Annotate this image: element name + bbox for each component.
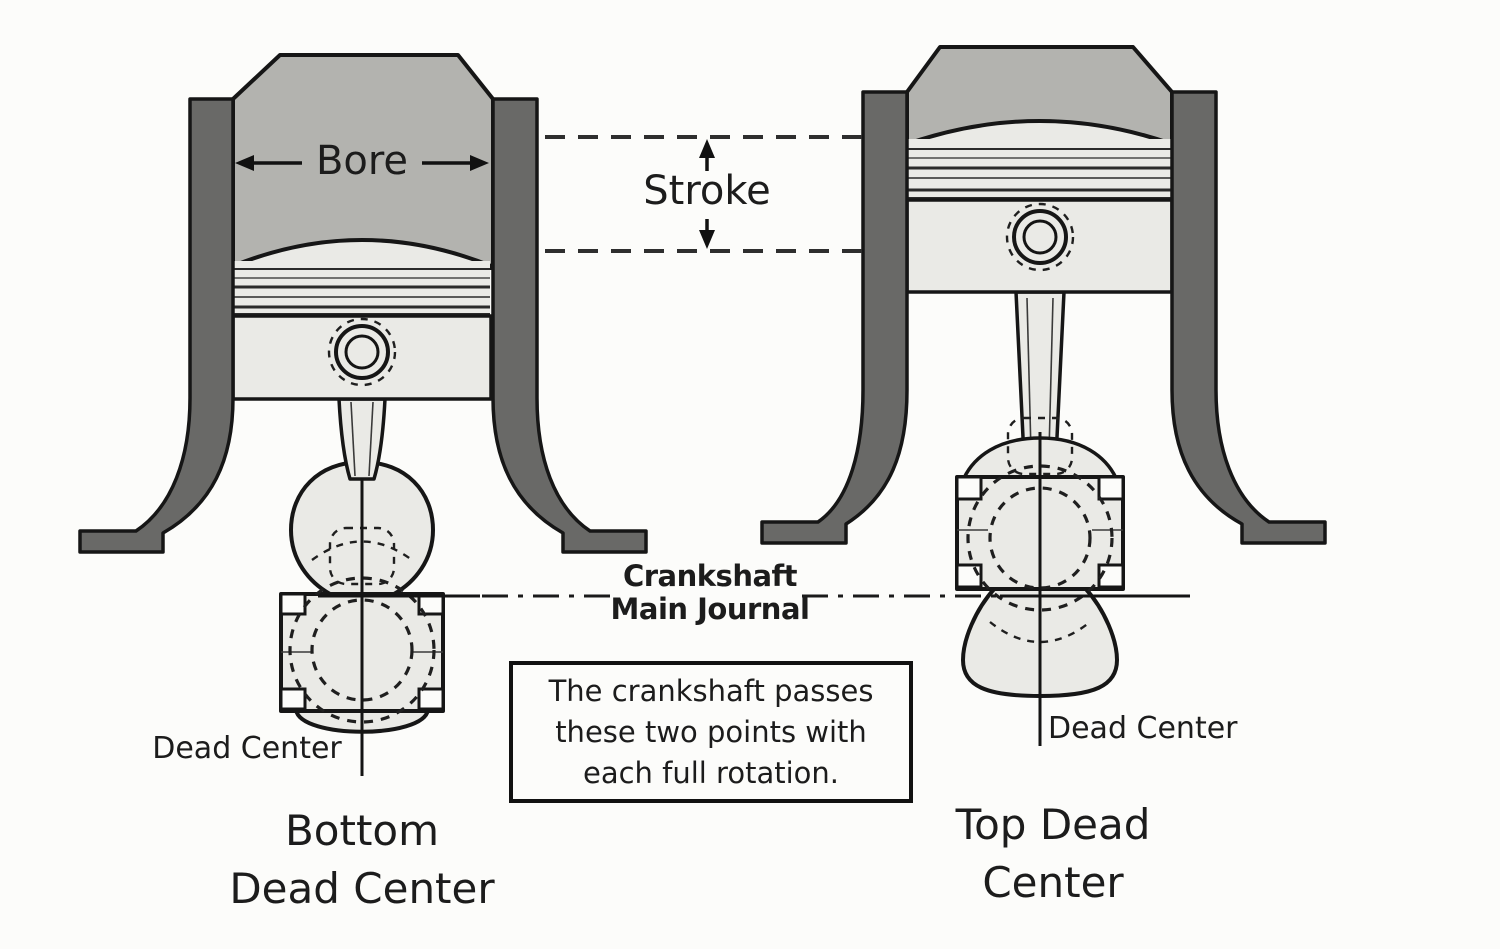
bore-arrowhead-left: [235, 155, 254, 171]
crankshaft-label-line2: Main Journal: [610, 592, 810, 626]
tdc-rod-small-end-dashed: [1006, 416, 1074, 476]
bdc-assembly: [78, 53, 648, 776]
crankshaft-main-journal-label: Crankshaft Main Journal: [580, 560, 840, 626]
bdc-caption-line2: Dead Center: [229, 864, 495, 913]
tdc-wrist-pin-dashed: [1005, 202, 1075, 272]
bdc-wrist-pin-bore: [344, 334, 380, 370]
tdc-notch: [1097, 563, 1125, 589]
tdc-piston-crown: [905, 119, 1174, 146]
tdc-notch: [955, 563, 983, 589]
tdc-dead-center-label: Dead Center: [1048, 711, 1238, 746]
bdc-notch: [417, 687, 445, 711]
stroke-label: Stroke: [643, 168, 771, 214]
bdc-notch: [279, 687, 307, 711]
bdc-cylinder-wall-left: [78, 97, 235, 554]
bdc-wrist-pin: [334, 324, 390, 380]
tdc-cylinder-wall-right: [1170, 90, 1327, 545]
stroke-arrowhead-down: [699, 230, 715, 249]
bdc-caption: Bottom Dead Center: [212, 802, 512, 918]
bore-label: Bore: [315, 138, 409, 184]
stroke-arrowhead-up: [699, 139, 715, 158]
tdc-notch: [1097, 475, 1125, 501]
bdc-journal-inner: [310, 598, 414, 702]
tdc-journal-inner: [988, 486, 1092, 590]
tdc-caption: Top Dead Center: [903, 796, 1203, 912]
tdc-cylinder-wall-left: [760, 90, 909, 545]
tdc-caption-line1: Top Dead: [955, 800, 1151, 849]
bdc-journal-outer: [288, 576, 436, 724]
tdc-journal-outer: [966, 464, 1114, 612]
annotations: [235, 135, 1190, 598]
tdc-wrist-pin-bore: [1022, 219, 1058, 255]
tdc-notch: [955, 475, 983, 501]
bdc-dead-center-label: Dead Center: [152, 731, 342, 766]
bdc-caption-line1: Bottom: [284, 806, 440, 855]
bdc-wrist-pin-dashed: [327, 317, 397, 387]
bdc-notch: [417, 592, 445, 616]
bdc-piston-crown: [231, 238, 493, 268]
note-line2: these two points with: [555, 714, 867, 749]
tdc-caption-line2: Center: [982, 858, 1124, 907]
crankshaft-label-line1: Crankshaft: [622, 559, 798, 593]
tdc-wrist-pin: [1012, 209, 1068, 265]
bore-arrowhead-right: [470, 155, 489, 171]
tdc-assembly: [760, 45, 1327, 746]
bdc-connecting-rod: [337, 397, 387, 481]
note-line1: The crankshaft passes: [548, 673, 874, 708]
bdc-notch: [279, 592, 307, 616]
bdc-cylinder-wall-right: [491, 97, 648, 554]
note-line3: each full rotation.: [582, 755, 839, 790]
crankshaft-note-box: The crankshaft passes these two points w…: [509, 661, 913, 803]
